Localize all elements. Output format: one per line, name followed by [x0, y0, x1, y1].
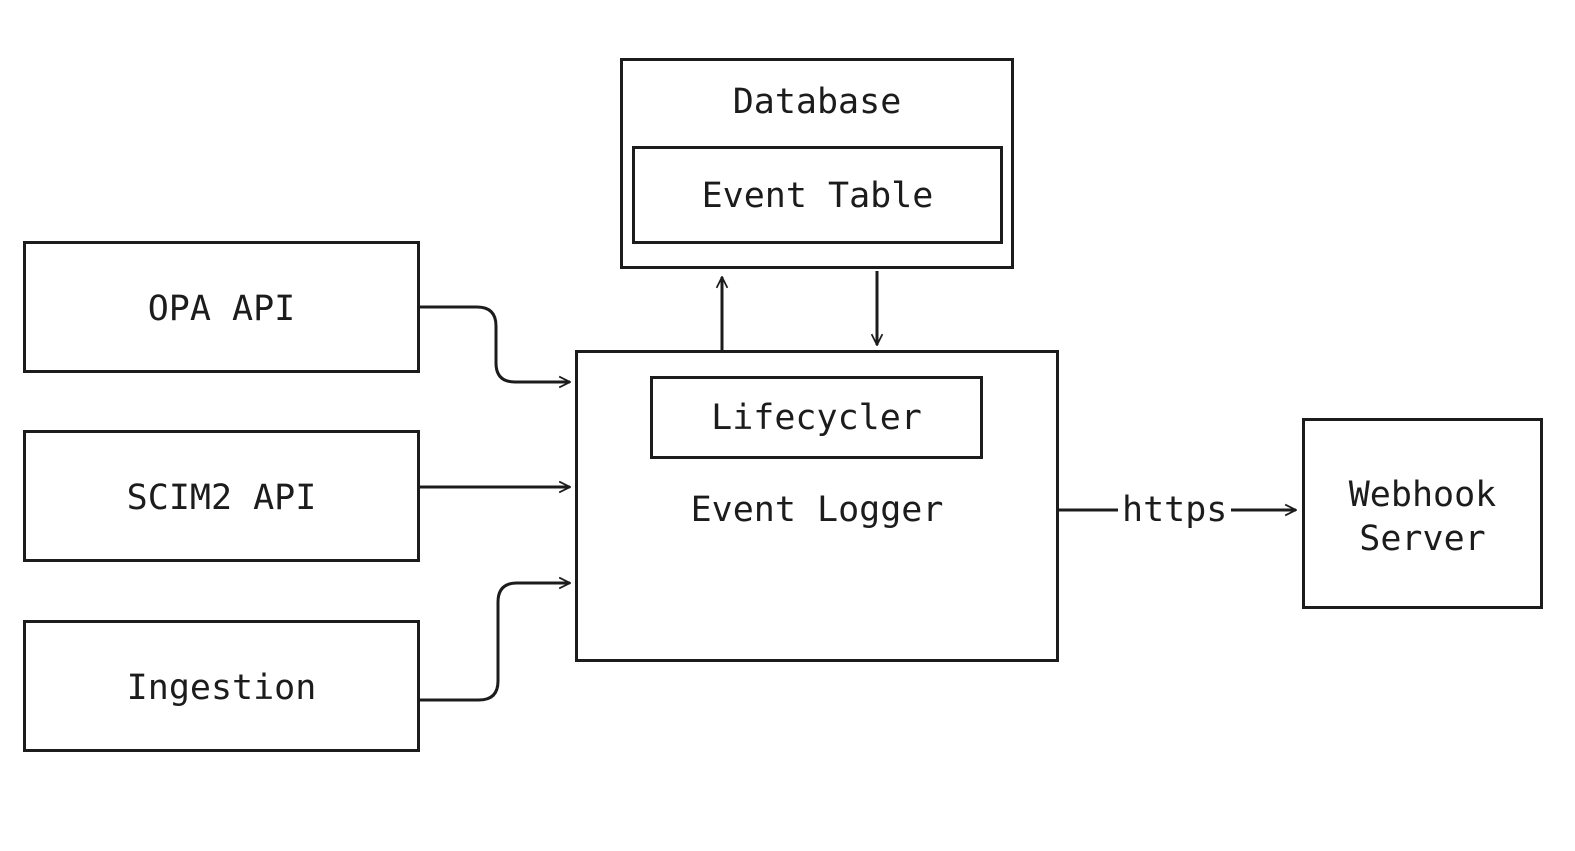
node-event-table-label: Event Table — [701, 176, 934, 216]
edge-label-https: https — [1118, 489, 1232, 531]
node-event-table[interactable]: Event Table — [632, 146, 1003, 244]
node-webhook-server-label: Webhook Server — [1348, 475, 1497, 559]
edge-opa-api-to-event-logger — [420, 305, 570, 382]
node-lifecycler-label: Lifecycler — [711, 398, 922, 438]
node-webhook-server[interactable]: Webhook Server — [1302, 418, 1543, 609]
node-scim2-api-label: SCIM2 API — [126, 478, 317, 518]
node-event-logger-label: Event Logger — [690, 490, 944, 530]
node-lifecycler[interactable]: Lifecycler — [650, 376, 983, 459]
node-opa-api-label: OPA API — [147, 289, 296, 329]
node-opa-api[interactable]: OPA API — [23, 241, 420, 373]
node-scim2-api[interactable]: SCIM2 API — [23, 430, 420, 562]
node-database-label: Database — [732, 82, 902, 122]
edge-ingestion-to-event-logger — [420, 583, 570, 702]
node-ingestion-label: Ingestion — [126, 668, 317, 708]
node-ingestion[interactable]: Ingestion — [23, 620, 420, 752]
